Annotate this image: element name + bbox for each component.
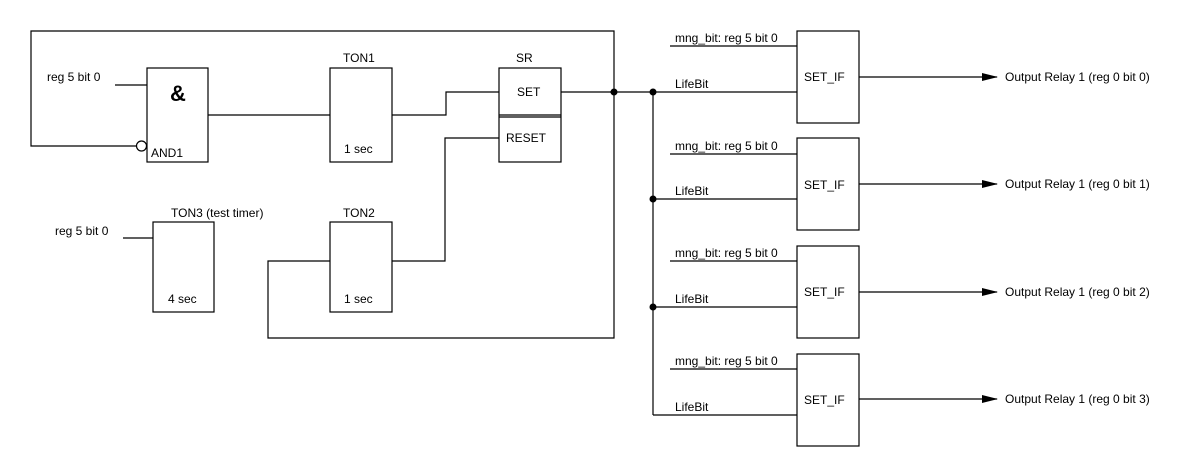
ton3-block: TON3 (test timer) 4 sec — [152, 206, 263, 313]
lifebit-label-2: LifeBit — [675, 184, 709, 198]
ton2-title: TON2 — [343, 206, 375, 220]
lifebit-label-4: LifeBit — [675, 400, 709, 414]
output-label-2: Output Relay 1 (reg 0 bit 1) — [1005, 177, 1150, 191]
sr-block: SR SET RESET — [498, 51, 562, 163]
set-if-block-2: mng_bit: reg 5 bit 0 LifeBit SET_IF Outp… — [653, 137, 1150, 231]
ton2-to-reset-wire — [392, 137, 499, 262]
ton2-box — [329, 221, 393, 313]
ton1-block: TON1 1 sec — [329, 51, 393, 163]
and-gate-box — [146, 67, 209, 163]
set-if-label-2: SET_IF — [804, 178, 845, 192]
mng-input-label-1: mng_bit: reg 5 bit 0 — [675, 31, 778, 45]
sr-reset-label: RESET — [506, 131, 547, 145]
set-if-block-1: mng_bit: reg 5 bit 0 LifeBit SET_IF Outp… — [653, 30, 1150, 124]
output-label-3: Output Relay 1 (reg 0 bit 2) — [1005, 285, 1150, 299]
ton2-block: TON2 1 sec — [329, 206, 393, 313]
set-if-label-4: SET_IF — [804, 393, 845, 407]
sr-title: SR — [516, 51, 533, 65]
mng-input-label-3: mng_bit: reg 5 bit 0 — [675, 246, 778, 260]
set-if-box-4 — [796, 353, 860, 447]
lifebit-label-1: LifeBit — [675, 77, 709, 91]
ton3-input-label: reg 5 bit 0 — [55, 224, 109, 238]
and-gate-name: AND1 — [151, 146, 183, 160]
set-if-box-3 — [796, 245, 860, 339]
output-label-1: Output Relay 1 (reg 0 bit 0) — [1005, 70, 1150, 84]
ton1-box — [329, 67, 393, 163]
mng-input-label-2: mng_bit: reg 5 bit 0 — [675, 139, 778, 153]
ton1-time: 1 sec — [344, 142, 373, 156]
junction-dot-sr-output — [610, 88, 618, 96]
and-input-label: reg 5 bit 0 — [47, 70, 101, 84]
set-if-block-4: mng_bit: reg 5 bit 0 LifeBit SET_IF Outp… — [653, 353, 1150, 447]
inverted-input-bubble — [135, 140, 148, 152]
output-label-4: Output Relay 1 (reg 0 bit 3) — [1005, 392, 1150, 406]
sr-set-label: SET — [517, 85, 541, 99]
set-if-label-3: SET_IF — [804, 285, 845, 299]
set-if-label-1: SET_IF — [804, 70, 845, 84]
and-gate-symbol: & — [170, 81, 186, 106]
set-if-block-3: mng_bit: reg 5 bit 0 LifeBit SET_IF Outp… — [653, 245, 1150, 339]
ton1-to-set-wire — [392, 91, 499, 116]
ton2-loop-wire — [267, 92, 615, 339]
set-if-box-1 — [796, 30, 860, 124]
and-gate: & AND1 — [135, 67, 209, 163]
mng-input-label-4: mng_bit: reg 5 bit 0 — [675, 354, 778, 368]
ton3-box — [152, 221, 215, 313]
ton3-title: TON3 (test timer) — [171, 206, 263, 220]
ton3-time: 4 sec — [168, 292, 197, 306]
ton1-title: TON1 — [343, 51, 375, 65]
lifebit-label-3: LifeBit — [675, 292, 709, 306]
ton2-time: 1 sec — [344, 292, 373, 306]
